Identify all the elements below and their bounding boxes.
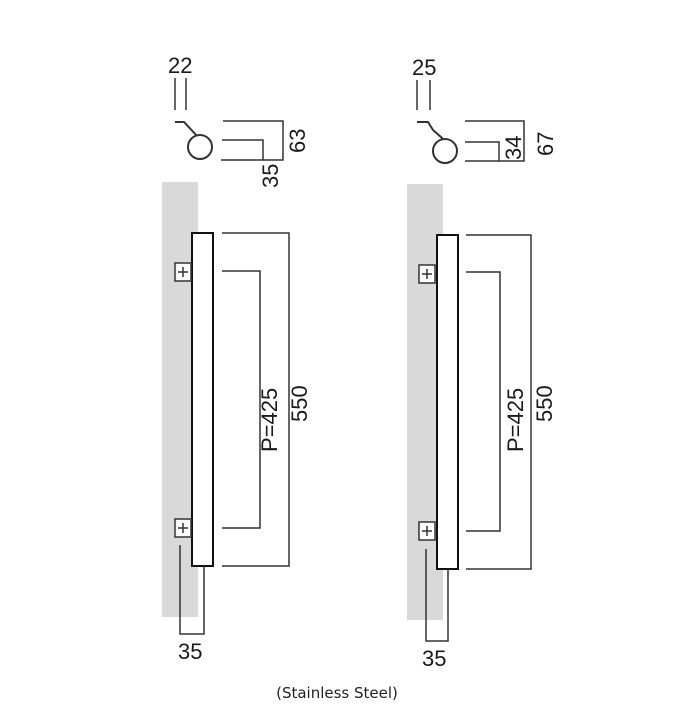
right-top-mount-screw	[422, 269, 432, 279]
right-section-circle	[432, 138, 458, 164]
left-handle-bar	[191, 232, 214, 567]
right-depth-label: 34	[501, 136, 526, 160]
left-pitch-label: P=425	[257, 388, 282, 452]
right-height-bracket	[465, 120, 525, 162]
left-bottom-width-bracket	[179, 545, 205, 635]
right-bottom-mount-screw	[422, 526, 432, 536]
right-length-label: 550	[532, 385, 557, 422]
left-length-bracket	[222, 232, 290, 567]
left-height-bracket	[221, 120, 284, 161]
left-top-width-label: 22	[168, 53, 192, 78]
right-top-width-label: 25	[412, 55, 436, 80]
right-depth-bracket	[465, 141, 500, 161]
left-bottom-width-label: 35	[178, 639, 202, 664]
right-length-bracket	[466, 234, 532, 570]
left-depth-label: 35	[258, 164, 283, 188]
right-pitch-label: P=425	[503, 388, 528, 452]
right-pitch-bracket	[466, 271, 501, 532]
right-handle-bar	[436, 234, 459, 570]
left-section-circle	[187, 134, 213, 160]
left-top-width-extension	[174, 78, 187, 110]
left-bottom-mount-screw	[178, 523, 188, 533]
left-top-mount-screw	[178, 267, 188, 277]
right-bottom-width-bracket	[425, 549, 449, 642]
left-handle-drawing: 22	[162, 53, 290, 635]
left-length-label: 550	[287, 385, 312, 422]
right-top-width-extension	[416, 80, 431, 110]
left-depth-bracket	[222, 139, 264, 160]
right-bottom-width-label: 35	[422, 646, 446, 671]
right-handle-drawing	[407, 80, 532, 642]
left-pitch-bracket	[222, 270, 261, 529]
right-height-label: 67	[533, 132, 558, 156]
material-caption: (Stainless Steel)	[276, 684, 398, 702]
left-height-label: 63	[285, 129, 310, 153]
